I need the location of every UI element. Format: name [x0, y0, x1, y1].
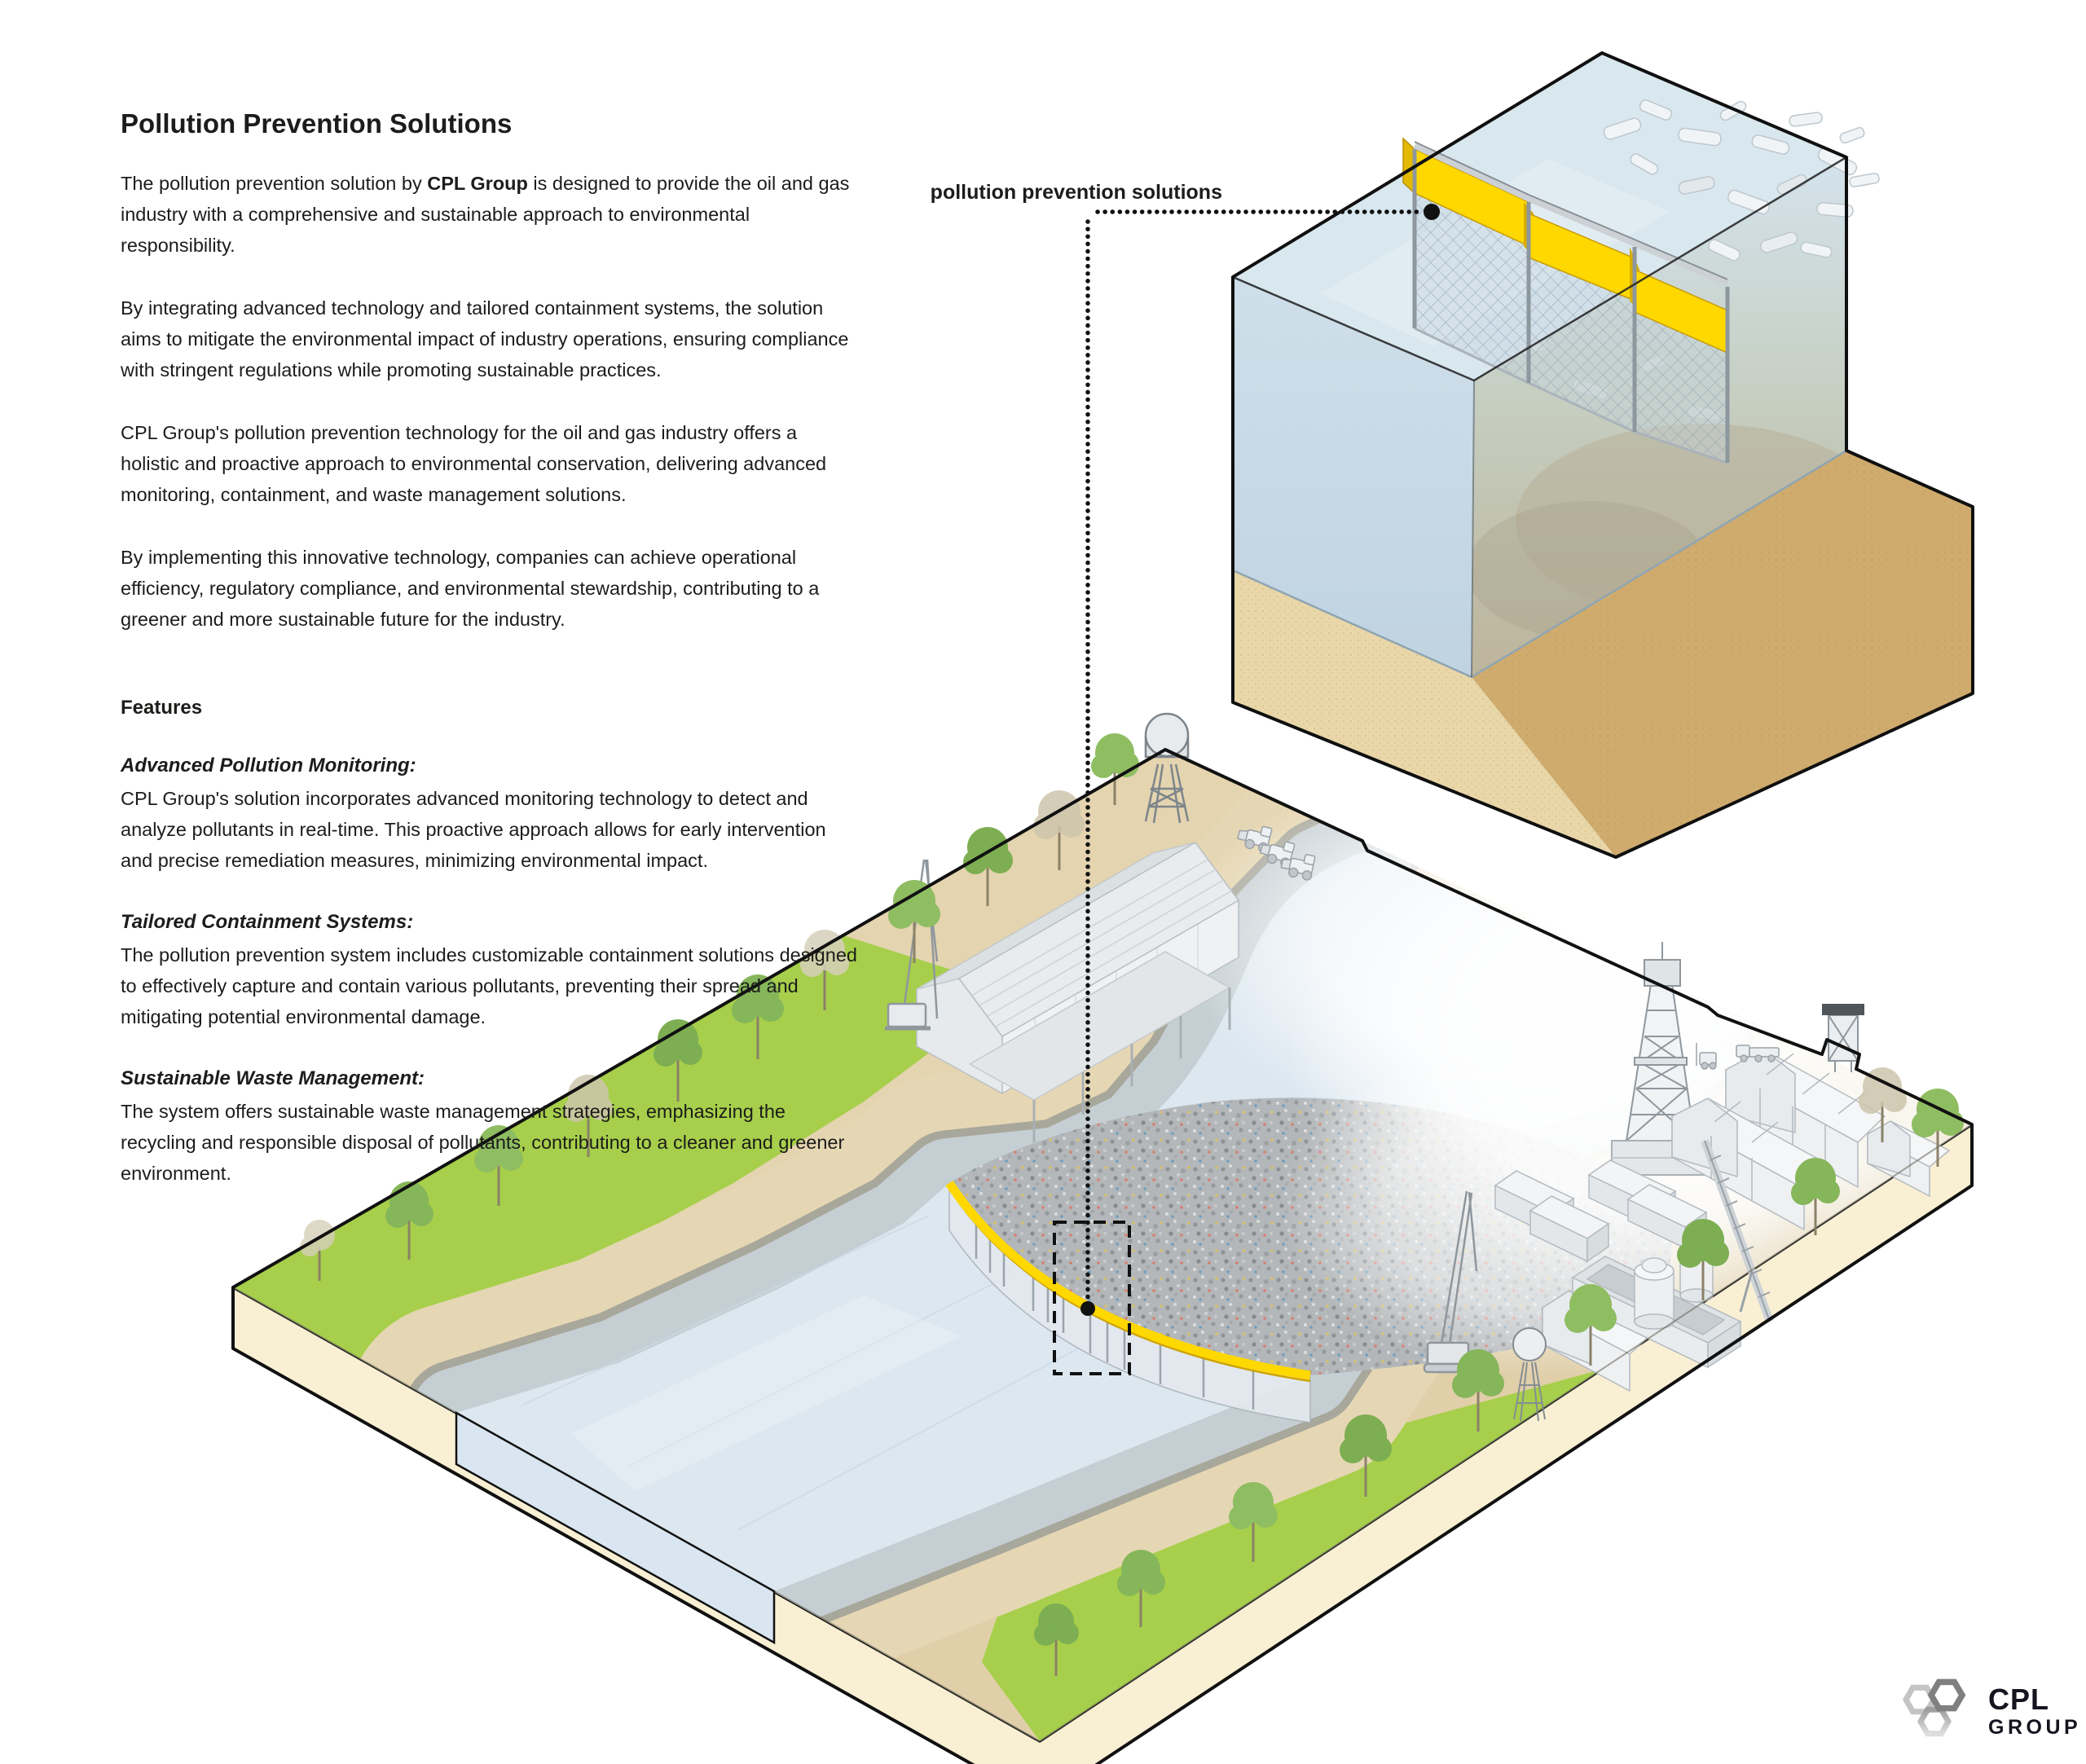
feature-body: CPL Group's solution incorporates advanc… [121, 788, 826, 871]
floating-debris [1603, 99, 1880, 262]
logo-wordmark: CPL GROUP [1988, 1682, 2082, 1739]
paragraph: By integrating advanced technology and t… [121, 297, 849, 381]
leader-dot-site [1080, 1301, 1095, 1316]
water-tower [1144, 712, 1190, 824]
logo-text: CPL [1988, 1682, 2049, 1716]
cube-outline [1231, 51, 1974, 859]
truck [1736, 1045, 1780, 1062]
shed-a [1725, 1049, 1886, 1188]
grass-southeast [982, 1283, 1736, 1741]
trees [300, 733, 1964, 1676]
notch-hoist [1822, 1004, 1864, 1072]
conveyor [1701, 1139, 1774, 1323]
containment-detail-cube [1230, 51, 1974, 859]
water-tower-east [1512, 1327, 1547, 1422]
company-logo: CPL GROUP [1895, 1677, 2081, 1745]
feature-item: Advanced Pollution Monitoring: CPL Group… [121, 752, 860, 876]
hexagon-cluster-icon [1902, 1678, 1966, 1737]
warehouse [916, 842, 1239, 1142]
leader-dot-detail [1424, 204, 1440, 220]
grass-northwest [233, 935, 1002, 1377]
feature-title: Advanced Pollution Monitoring: [121, 754, 416, 776]
detail-highlight-box [1053, 1221, 1131, 1375]
river-cut-face [455, 1410, 776, 1645]
page-title: Pollution Prevention Solutions [121, 108, 513, 139]
shed-c [1867, 1120, 1950, 1197]
intro-paragraph: The pollution prevention solution by CPL… [121, 168, 860, 261]
feature-body: The pollution prevention system includes… [121, 944, 857, 1027]
features-heading: Features [121, 697, 203, 719]
article: Pollution Prevention Solutions The pollu… [121, 108, 860, 1221]
paragraph: CPL Group's pollution prevention technol… [121, 422, 827, 505]
callout-label: pollution prevention solutions [930, 181, 1222, 204]
feature-item: Sustainable Waste Management: The system… [121, 1065, 860, 1189]
containment-fence [1402, 137, 1730, 464]
callout-leader [1053, 204, 1440, 1375]
intro-post: is designed to provide the oil and gas i… [121, 173, 850, 256]
site-outline [231, 748, 1974, 1764]
containers [1494, 1159, 1708, 1263]
wheel-loaders [1237, 825, 1316, 881]
cube-water-left-face [1233, 277, 1474, 677]
logo-subtext: GROUP [1988, 1715, 2082, 1739]
intro-pre: The pollution prevention solution by [121, 173, 428, 194]
feature-title: Sustainable Waste Management: [121, 1067, 425, 1089]
brand-name: CPL Group [427, 173, 528, 194]
feature-title: Tailored Containment Systems: [121, 911, 414, 933]
paragraph: By implementing this innovative technolo… [121, 547, 820, 630]
feature-body: The system offers sustainable waste mana… [121, 1101, 845, 1184]
feature-item: Tailored Containment Systems: The pollut… [121, 908, 860, 1032]
forklift [1696, 1043, 1717, 1070]
